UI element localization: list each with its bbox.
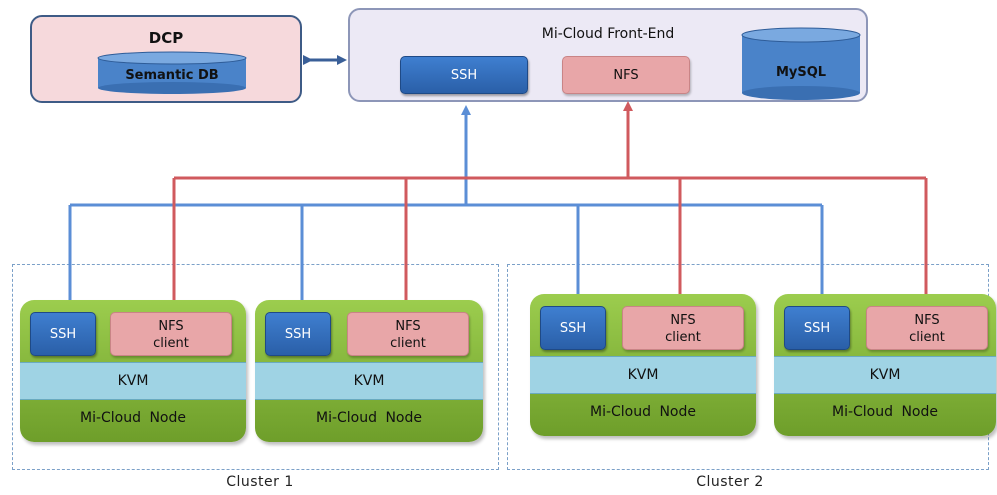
node-2-client-label: client [390, 336, 426, 351]
mi-cloud-node-1: SSH NFS client KVM Mi-Cloud Node [20, 300, 246, 442]
mi-cloud-node-2: SSH NFS client KVM Mi-Cloud Node [255, 300, 483, 442]
node-2-nfs-client: NFS client [347, 312, 469, 356]
node-3-kvm: KVM [530, 356, 756, 394]
mi-cloud-node-3: SSH NFS client KVM Mi-Cloud Node [530, 294, 756, 436]
frontend-ssh: SSH [400, 56, 528, 94]
node-1-client-label: client [153, 336, 189, 351]
mysql-label: MySQL [776, 65, 826, 80]
node-3-client-label: client [665, 330, 701, 345]
mysql-cylinder: MySQL [741, 27, 861, 100]
node-4-nfs-label: NFS [914, 313, 940, 328]
cluster-1-label: Cluster 1 [226, 474, 294, 490]
cluster-2-label: Cluster 2 [696, 474, 764, 490]
node-4-kvm: KVM [774, 356, 996, 394]
node-1-nfs-label: NFS [158, 319, 184, 334]
frontend-title: Mi-Cloud Front-End [541, 26, 675, 42]
dcp-title: DCP [148, 29, 184, 47]
node-1-kvm: KVM [20, 362, 246, 400]
ssh-connections [65, 113, 827, 311]
node-4-ssh: SSH [784, 306, 850, 350]
node-2-label: Mi-Cloud Node [316, 410, 422, 426]
node-2-kvm: KVM [255, 362, 483, 400]
node-4-nfs-client: NFS client [866, 306, 988, 350]
node-1-ssh: SSH [30, 312, 96, 356]
node-2-nfs-label: NFS [395, 319, 421, 334]
node-3-label: Mi-Cloud Node [590, 404, 696, 420]
frontend-nfs: NFS [562, 56, 690, 94]
node-1-nfs-client: NFS client [110, 312, 232, 356]
node-4-client-label: client [909, 330, 945, 345]
nfs-connections [169, 176, 931, 311]
cluster-1-box [12, 264, 499, 470]
mi-cloud-node-4: SSH NFS client KVM Mi-Cloud Node [774, 294, 996, 436]
node-3-ssh: SSH [540, 306, 606, 350]
node-1-label: Mi-Cloud Node [80, 410, 186, 426]
node-4-label: Mi-Cloud Node [832, 404, 938, 420]
node-3-nfs-client: NFS client [622, 306, 744, 350]
node-3-nfs-label: NFS [670, 313, 696, 328]
semantic-db-label: Semantic DB [125, 68, 218, 83]
node-2-ssh: SSH [265, 312, 331, 356]
semantic-db-cylinder: Semantic DB [97, 51, 247, 94]
